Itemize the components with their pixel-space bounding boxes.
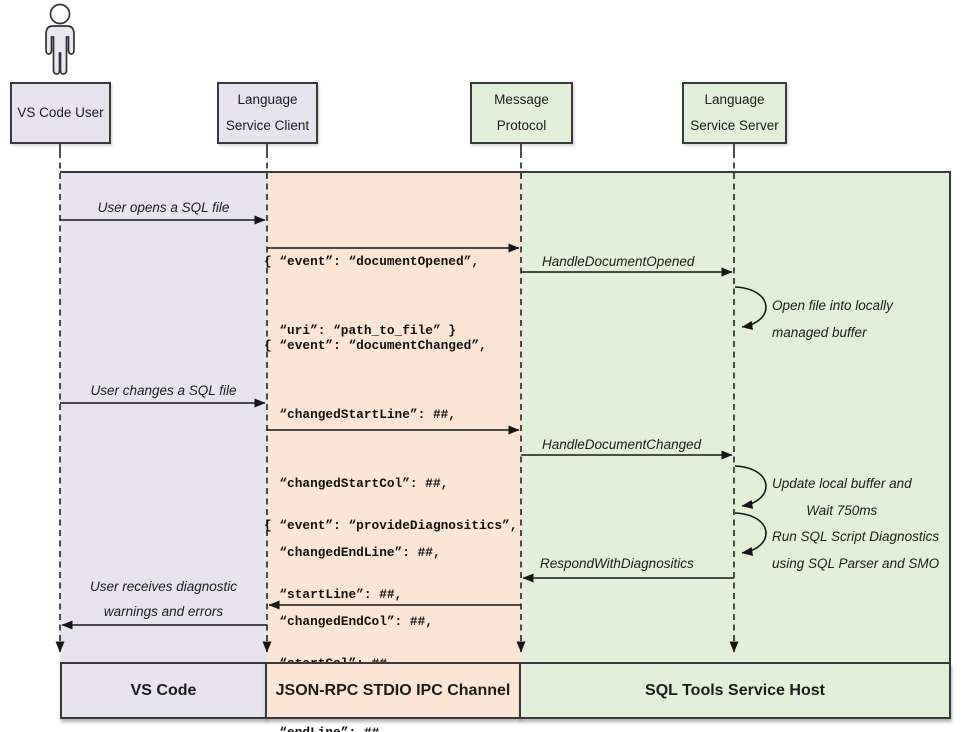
- arc-open-file-buffer: [734, 286, 767, 330]
- user-actor-icon: [45, 3, 75, 75]
- ipc-channel-column-background: [267, 171, 521, 719]
- payload-line: “changedStartLine”: ##,: [264, 407, 456, 422]
- lifelines: [55, 144, 739, 653]
- actor-body: [45, 25, 75, 75]
- note-line: Open file into locally: [772, 298, 893, 313]
- message-label-handle-document-changed: HandleDocumentChanged: [542, 437, 702, 452]
- participant-label: Service Client: [225, 118, 310, 133]
- note-line: using SQL Parser and SMO: [772, 556, 940, 571]
- vscode-column-background: [60, 171, 267, 719]
- service-host-column-background: [521, 171, 951, 719]
- message-label-user-receives-diagnostics: User receives diagnostic warnings and er…: [60, 574, 267, 624]
- participant-label: Language: [704, 92, 765, 107]
- actor-head: [49, 3, 71, 25]
- payload-line: “uri”: “path_to_file” }: [264, 323, 456, 338]
- payload-line: “endLine”: ##,: [264, 721, 517, 732]
- note-line: Update local buffer and: [772, 476, 912, 491]
- participant-language-service-server: Language Service Server: [682, 82, 787, 144]
- note-line: Run SQL Script Diagnostics: [772, 529, 940, 544]
- payload-line: “changedStartCol”: ##,: [264, 476, 449, 491]
- arc-update-buffer-wait: [734, 465, 767, 509]
- arc-run-diagnostics: [734, 512, 767, 556]
- payload-line: { “event”: “documentOpened”,: [264, 254, 480, 269]
- payload-line: “changedEndCol”: ##,: [264, 614, 433, 629]
- participant-label: Language: [237, 92, 298, 107]
- participant-label: Protocol: [496, 118, 547, 133]
- lane-vs-code: VS Code: [60, 662, 267, 719]
- lane-label: JSON-RPC STDIO IPC Channel: [275, 681, 511, 699]
- payload-document-opened: { “event”: “documentOpened”, “uri”: “pat…: [264, 204, 479, 388]
- note-line: Wait 750ms: [806, 503, 878, 518]
- note-update-buffer-wait: Update local buffer and Wait 750ms: [772, 470, 912, 524]
- self-call-arcs: [734, 286, 767, 556]
- message-label-handle-document-opened: HandleDocumentOpened: [542, 254, 695, 269]
- note-open-file-into-buffer: Open file into locally managed buffer: [772, 292, 893, 346]
- lane-label: VS Code: [130, 681, 197, 699]
- message-label-respond-with-diagnositics: RespondWithDiagnositics: [540, 556, 694, 571]
- lane-sql-tools-service-host: SQL Tools Service Host: [519, 662, 951, 719]
- payload-line: { “event”: “provideDiagnositics”,: [264, 518, 518, 533]
- participant-message-protocol: Message Protocol: [470, 82, 573, 144]
- payload-line: { “event”: “documentChanged”,: [264, 338, 487, 353]
- participant-label: Message: [494, 92, 549, 107]
- payload-line: “startLine”: ##,: [264, 587, 403, 602]
- participant-label: VS Code User: [17, 105, 104, 120]
- participant-vs-code-user: VS Code User: [10, 82, 111, 144]
- lane-label: SQL Tools Service Host: [645, 681, 825, 699]
- participant-language-service-client: Language Service Client: [217, 82, 318, 144]
- message-label-user-opens-sql-file: User opens a SQL file: [97, 200, 230, 215]
- participant-label: Service Server: [690, 118, 779, 133]
- message-arrows: [60, 215, 734, 630]
- lane-json-rpc-stdio-ipc-channel: JSON-RPC STDIO IPC Channel: [265, 662, 521, 719]
- message-label-line: User receives diagnostic: [89, 579, 238, 594]
- message-label-user-changes-sql-file: User changes a SQL file: [90, 383, 237, 398]
- note-run-sql-script-diagnostics: Run SQL Script Diagnostics using SQL Par…: [772, 523, 939, 577]
- note-line: managed buffer: [772, 325, 867, 340]
- payload-line: “changedEndLine”: ##,: [264, 545, 441, 560]
- message-label-line: warnings and errors: [103, 604, 224, 619]
